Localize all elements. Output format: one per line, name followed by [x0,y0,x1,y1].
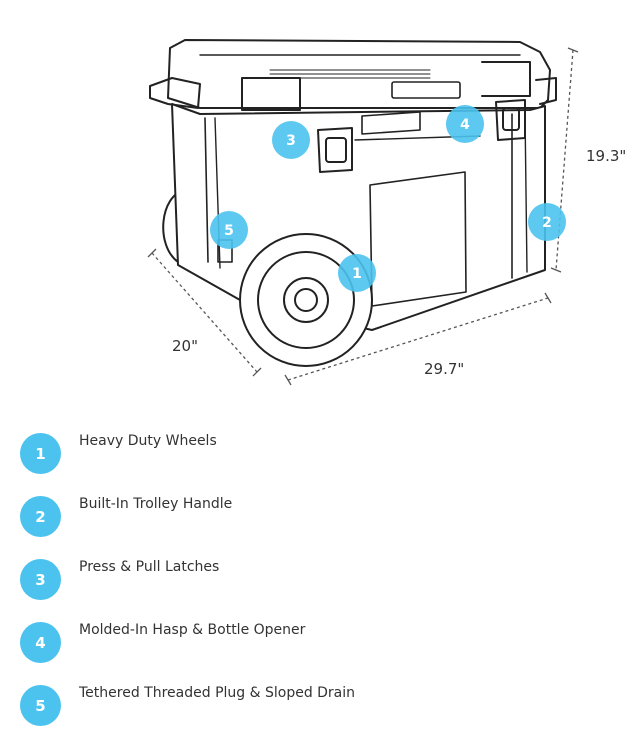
callout-number: 3 [286,133,296,149]
legend-badge: 2 [20,496,61,537]
dimension-lines [147,47,579,386]
callout-5[interactable]: 5 [210,211,248,249]
callout-number: 5 [224,223,234,239]
legend-badge: 5 [20,685,61,726]
callout-2[interactable]: 2 [528,203,566,241]
height-dimension-line [555,49,574,271]
legend-item-5: 5 Tethered Threaded Plug & Sloped Drain [0,685,637,735]
legend-item-2: 2 Built-In Trolley Handle [0,496,637,546]
legend-label: Built-In Trolley Handle [79,496,233,512]
legend-badge: 3 [20,559,61,600]
depth-label: 20" [172,337,198,355]
callout-1[interactable]: 1 [338,254,376,292]
depth-dimension-line [151,252,258,373]
width-label: 29.7" [424,360,464,378]
callout-number: 4 [460,117,470,133]
cooler-diagram: 20" 29.7" 19.3" 1 2 3 4 5 [147,39,626,386]
callout-number: 1 [352,266,362,282]
legend-badge: 1 [20,433,61,474]
legend-item-4: 4 Molded-In Hasp & Bottle Opener [0,622,637,672]
legend-item-1: 1 Heavy Duty Wheels [0,433,637,483]
callout-4[interactable]: 4 [446,105,484,143]
legend-label: Heavy Duty Wheels [79,433,217,449]
height-label: 19.3" [586,147,626,165]
callout-number: 2 [542,215,552,231]
callout-3[interactable]: 3 [272,121,310,159]
legend-label: Molded-In Hasp & Bottle Opener [79,622,306,638]
legend-badge: 4 [20,622,61,663]
cooler-illustration [149,39,557,367]
legend-label: Tethered Threaded Plug & Sloped Drain [79,685,356,701]
legend-label: Press & Pull Latches [79,559,220,575]
legend-item-3: 3 Press & Pull Latches [0,559,637,609]
